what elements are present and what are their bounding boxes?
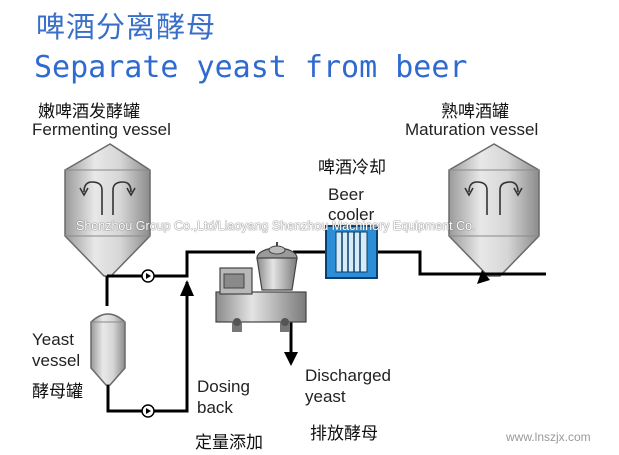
pump-icon <box>141 269 155 283</box>
flow-arrow-icon <box>477 270 490 284</box>
maturation-vessel <box>448 143 540 277</box>
dosing-back-label-cn: 定量添加 <box>195 433 263 453</box>
yeast-vessel-label-cn: 酵母罐 <box>32 382 83 402</box>
beer-cooler-label-cn: 啤酒冷却 <box>318 158 386 178</box>
beer-cooler-label-line1: Beer <box>328 185 364 204</box>
pump-icon <box>141 404 155 418</box>
separator-machine <box>215 242 307 332</box>
dosing-back-label-line2: back <box>197 398 233 417</box>
yeast-vessel <box>90 313 126 386</box>
discharged-yeast-label-cn: 排放酵母 <box>310 424 378 444</box>
maturation-vessel-label: Maturation vessel <box>405 120 539 139</box>
page-title-chinese: 啤酒分离酵母 <box>36 10 217 44</box>
yeast-vessel-label-line1: Yeast <box>32 330 74 349</box>
dosing-arrow-icon <box>180 280 194 296</box>
fermenting-vessel-label-cn: 嫩啤酒发酵罐 <box>38 102 140 122</box>
dosing-back-label-line1: Dosing <box>197 377 250 396</box>
discharged-yeast-label-line1: Discharged <box>305 366 391 385</box>
beer-cooler-label-line2: cooler <box>328 205 375 224</box>
yeast-vessel-label-line2: vessel <box>32 351 81 370</box>
fermenting-vessel <box>64 143 151 277</box>
watermark-text: Shenzhou Group Co.,Ltd/Liaoyang Shenzhou… <box>76 219 476 233</box>
maturation-vessel-label-cn: 熟啤酒罐 <box>441 102 509 122</box>
page-title-english: Separate yeast from beer <box>34 50 468 85</box>
fermenting-vessel-label: Fermenting vessel <box>32 120 171 139</box>
website-watermark: www.lnszjx.com <box>506 430 591 444</box>
discharged-yeast-label-line2: yeast <box>305 387 346 406</box>
discharge-arrow-icon <box>284 352 298 366</box>
beer-cooler <box>325 225 378 279</box>
